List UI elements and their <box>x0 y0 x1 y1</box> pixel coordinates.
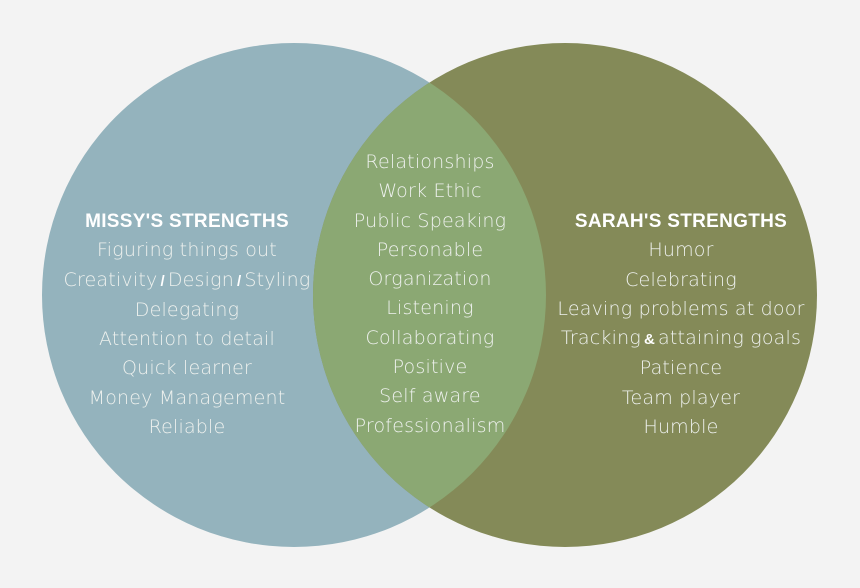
missy-strength-item: Money Management <box>88 386 286 409</box>
missy-strengths-column: MISSY'S STRENGTHS Figuring things out Cr… <box>42 207 332 442</box>
missy-strength-creativity-line: Creativity/Design/Styling <box>42 266 332 296</box>
sarah-strengths-title: SARAH'S STRENGTHS <box>574 211 788 232</box>
missy-strength-item: Attention to detail <box>98 328 276 351</box>
shared-strength-item: Public Speaking <box>353 209 507 232</box>
slash-separator: / <box>236 272 242 290</box>
shared-strength-item: Self aware <box>379 385 481 408</box>
shared-strength-item: Organization <box>368 268 492 291</box>
shared-strength-item: Work Ethic <box>378 180 482 203</box>
shared-strength-item: Positive <box>392 356 468 379</box>
missy-strength-item: Reliable <box>148 416 226 439</box>
sarah-strength-tracking-line: Tracking&attaining goals <box>548 324 814 354</box>
sarah-strength-item: Team player <box>621 386 741 409</box>
shared-strength-item: Professionalism <box>354 414 506 437</box>
sarah-strength-item: Leaving problems at door <box>557 297 805 320</box>
missy-strength-item: Figuring things out <box>97 239 277 262</box>
sarah-strength-item: Humble <box>643 416 719 439</box>
missy-strength-item: Quick learner <box>122 357 252 380</box>
shared-strength-item: Collaborating <box>365 326 495 349</box>
shared-strength-item: Personable <box>376 238 484 261</box>
missy-strengths-title: MISSY'S STRENGTHS <box>85 211 289 232</box>
shared-strengths-column: Relationships Work Ethic Public Speaking… <box>330 148 530 441</box>
slash-separator: / <box>160 272 165 290</box>
shared-overlap <box>313 43 546 547</box>
shared-strength-item: Listening <box>386 297 474 320</box>
shared-strength-item: Relationships <box>365 151 495 173</box>
sarah-strength-item: Patience <box>639 357 723 380</box>
ampersand-separator: & <box>643 331 655 349</box>
tracking-text: Tracking <box>560 327 641 350</box>
creativity-text: Creativity <box>63 268 158 291</box>
styling-text: Styling <box>244 268 311 291</box>
sarah-strength-item: Celebrating <box>625 268 737 291</box>
attaining-goals-text: attaining goals <box>657 327 802 350</box>
sarah-strengths-column: SARAH'S STRENGTHS Humor Celebrating Leav… <box>548 207 814 442</box>
missy-strength-item: Delegating <box>134 298 240 321</box>
sarah-strength-item: Humor <box>648 239 714 262</box>
design-text: Design <box>167 268 234 291</box>
